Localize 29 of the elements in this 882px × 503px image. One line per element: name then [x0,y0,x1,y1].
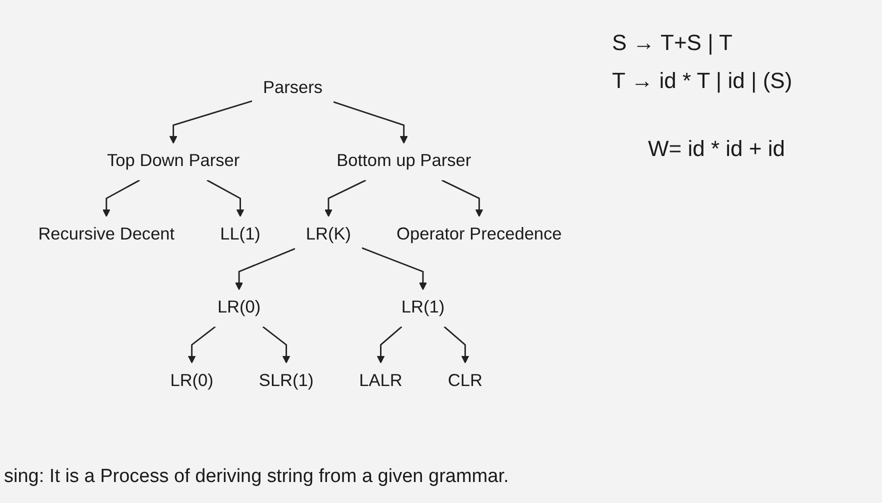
node-text: LR(0) [170,371,214,390]
node-text: SLR(1) [258,371,314,390]
arrow [206,180,244,217]
arrow [333,101,408,144]
arrow [441,180,484,217]
node-text: LALR [359,371,402,390]
node-text: Recursive Decent [38,224,175,244]
input-string: W= id * id + id [648,136,785,162]
grammar-rule: S → T+S | T [612,30,732,56]
node-text: CLR [448,371,482,390]
arrow [262,326,290,364]
definition-note: sing: It is a Process of deriving string from a given grammar. [4,466,509,489]
arrow [444,326,470,364]
node-text: Parsers [263,78,323,98]
arrow [188,326,216,364]
node-text: LR(1) [401,298,445,318]
arrow [102,180,140,217]
node-text: LR(K) [306,224,352,244]
arrow [362,247,427,290]
arrow [324,180,366,217]
node-text: LR(0) [217,298,261,318]
node-text: Operator Precedence [396,224,562,244]
arrow [235,248,296,290]
node-text: Bottom up Parser [336,152,472,171]
arrow [169,100,252,144]
arrow [376,326,402,364]
node-text: LL(1) [220,224,260,244]
grammar-rule: T → id * T | id | (S) [612,68,792,94]
node-text: Top Down Parser [107,152,240,171]
